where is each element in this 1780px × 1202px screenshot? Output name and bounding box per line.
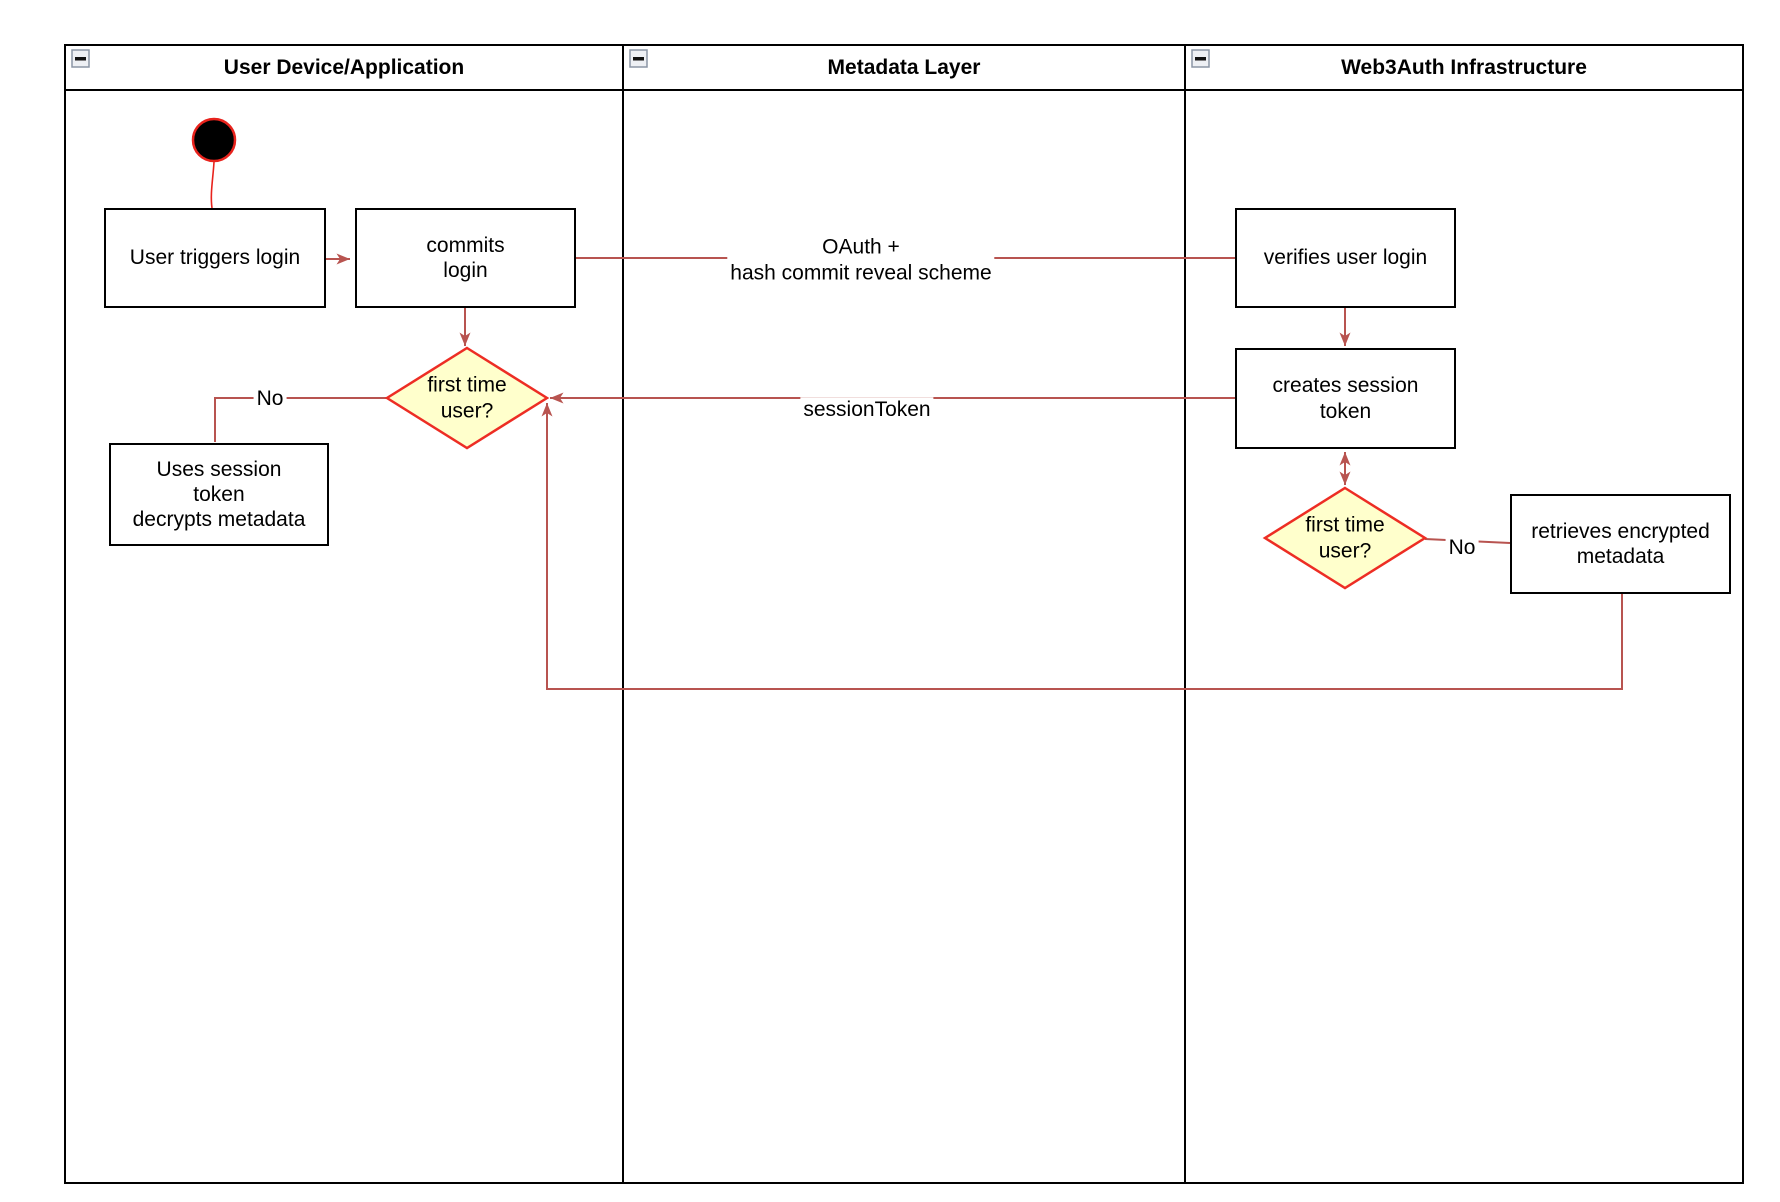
edge-no-to-uses-session-token <box>214 397 389 442</box>
activity-label: creates session token <box>1272 374 1419 423</box>
activity-commits-login[interactable]: commits login <box>355 208 576 308</box>
collapse-minus-icon[interactable] <box>71 49 90 68</box>
decision-first-time-user-infra[interactable] <box>1262 486 1428 590</box>
edge-start-to-trigger <box>210 161 215 209</box>
activity-creates-session-token[interactable]: creates session token <box>1235 348 1456 449</box>
activity-verifies-user-login[interactable]: verifies user login <box>1235 208 1456 308</box>
collapse-minus-icon[interactable] <box>629 49 648 68</box>
lane-header-web3auth-infra: Web3Auth Infrastructure <box>1341 56 1587 80</box>
activity-label: retrieves encrypted metadata <box>1531 519 1710 568</box>
activity-retrieves-encrypted-metadata[interactable]: retrieves encrypted metadata <box>1510 494 1731 594</box>
activity-uses-session-token[interactable]: Uses session token decrypts metadata <box>109 443 329 546</box>
activity-label: Uses session token decrypts metadata <box>132 457 306 532</box>
activity-label: commits login <box>426 233 505 282</box>
activity-label: verifies user login <box>1263 246 1428 270</box>
collapse-minus-icon[interactable] <box>1191 49 1210 68</box>
decision-label-infra: first time user? <box>1305 513 1385 562</box>
pool-border <box>64 44 1744 1184</box>
activity-user-triggers-login[interactable]: User triggers login <box>104 208 326 308</box>
decision-first-time-user-device[interactable] <box>384 346 550 450</box>
edge-retrieve-feedback-to-decision <box>541 403 1623 690</box>
edge-label-session-token: sessionToken <box>800 397 934 423</box>
lane-header-user-device: User Device/Application <box>223 56 465 80</box>
edge-label-oauth: OAuth + hash commit reveal scheme <box>727 234 995 286</box>
activity-label: User triggers login <box>129 246 301 270</box>
edge-label-no-infra: No <box>1445 535 1479 561</box>
edge-label-no-device: No <box>253 386 287 412</box>
initial-state-node[interactable] <box>191 117 237 163</box>
lane-header-metadata-layer: Metadata Layer <box>827 56 981 80</box>
decision-label-device: first time user? <box>427 373 507 422</box>
